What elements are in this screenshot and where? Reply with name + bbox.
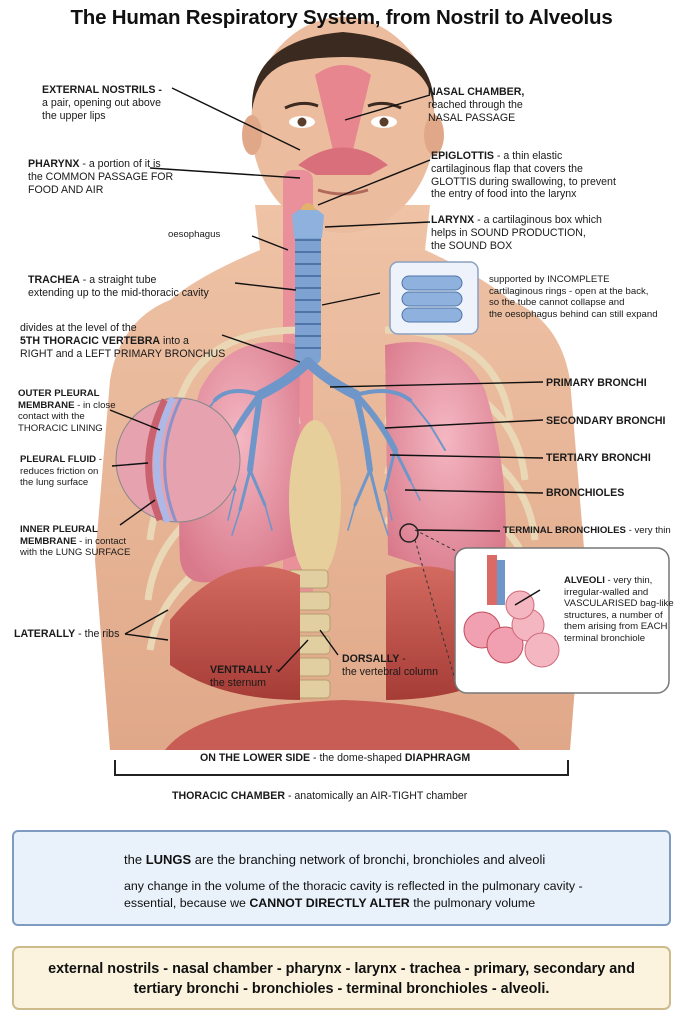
alveoli-inset bbox=[399, 523, 670, 694]
label-pharynx: PHARYNX - a portion of it is the COMMON … bbox=[28, 158, 174, 196]
label-laterally: LATERALLY - the ribs bbox=[14, 628, 120, 640]
label-dorsally: DORSALLY - the vertebral column bbox=[342, 653, 438, 678]
panel-line-1: the LUNGS are the branching network of b… bbox=[124, 852, 546, 867]
lungs-info-panel: the LUNGS are the branching network of b… bbox=[12, 830, 671, 926]
label-epiglottis: EPIGLOTTIS - a thin elastic cartilaginou… bbox=[431, 150, 616, 201]
label-bronchioles: BRONCHIOLES bbox=[546, 487, 625, 499]
label-thoracic-chamber: THORACIC CHAMBER - anatomically an AIR-T… bbox=[172, 790, 468, 802]
label-pleural-fluid: PLEURAL FLUID - reduces friction on the … bbox=[20, 454, 102, 489]
label-outer-pleural: OUTER PLEURAL MEMBRANE - in close contac… bbox=[18, 388, 116, 434]
trachea bbox=[292, 203, 324, 365]
label-alveoli: ALVEOLI - very thin, irregular-walled an… bbox=[564, 575, 674, 644]
pleura-zoom bbox=[115, 396, 241, 524]
abdominal-muscle bbox=[165, 700, 520, 750]
thoracic-bracket bbox=[114, 760, 569, 776]
label-divides: divides at the level of the 5TH THORACIC… bbox=[20, 322, 226, 360]
label-trachea: TRACHEA - a straight tube extending up t… bbox=[28, 274, 209, 299]
cartilage-ring-inset bbox=[389, 261, 479, 335]
label-inner-pleural: INNER PLEURAL MEMBRANE - in contact with… bbox=[20, 524, 131, 559]
label-external-nostrils: EXTERNAL NOSTRILS - a pair, opening out … bbox=[42, 84, 162, 122]
leader-lines bbox=[109, 87, 544, 673]
diaphragm bbox=[170, 566, 300, 700]
label-lower-side: ON THE LOWER SIDE - the dome-shaped DIAP… bbox=[200, 752, 471, 764]
label-ventrally: VENTRALLY - the sternum bbox=[210, 664, 280, 689]
pathway-summary: external nostrils - nasal chamber - phar… bbox=[12, 946, 671, 1010]
label-larynx: LARYNX - a cartilaginous box which helps… bbox=[431, 214, 602, 252]
left-lung bbox=[385, 342, 506, 583]
label-rings: supported by INCOMPLETE cartilaginous ri… bbox=[489, 274, 658, 320]
label-primary-bronchi: PRIMARY BRONCHI bbox=[546, 377, 647, 389]
panel-line-2: any change in the volume of the thoracic… bbox=[124, 879, 583, 910]
page-title: The Human Respiratory System, from Nostr… bbox=[70, 6, 613, 29]
label-secondary-bronchi: SECONDARY BRONCHI bbox=[546, 415, 666, 427]
label-oesophagus: oesophagus bbox=[168, 229, 221, 240]
label-tertiary-bronchi: TERTIARY BRONCHI bbox=[546, 452, 651, 464]
sternum bbox=[289, 420, 341, 580]
label-terminal-bronchioles: TERMINAL BRONCHIOLES - very thin bbox=[503, 525, 671, 536]
label-nasal-chamber: NASAL CHAMBER, reached through the NASAL… bbox=[428, 86, 525, 124]
